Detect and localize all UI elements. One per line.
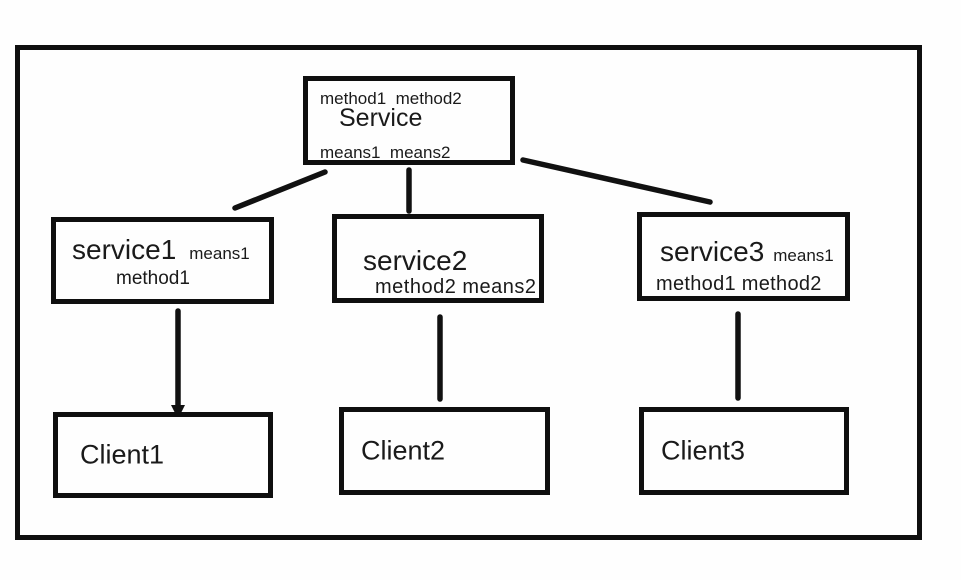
service1-node: service1 means1 method1 <box>51 217 274 304</box>
service3-title: service3 <box>660 236 765 267</box>
service-root-title: Service <box>339 104 423 132</box>
service-root-means-label: means1 means2 <box>320 143 451 162</box>
service3-node: service3 means1 method1 method2 <box>637 212 850 301</box>
service2-node: service2 method2 means2 <box>332 214 544 303</box>
service3-means-label: means1 <box>773 246 834 265</box>
service2-methods-label: method2 means2 <box>375 276 537 298</box>
service1-title-row: service1 means1 <box>72 234 250 266</box>
service2-title-row: service2 <box>363 245 467 277</box>
service1-means-label: means1 <box>189 244 250 263</box>
client1-label: Client1 <box>80 439 165 470</box>
diagram-frame <box>15 45 922 540</box>
client1-node: Client1 <box>53 412 273 498</box>
service2-title: service2 <box>363 245 468 276</box>
client3-label: Client3 <box>661 435 746 466</box>
service1-methods-label: method1 <box>116 268 190 289</box>
client3-node: Client3 <box>639 407 849 495</box>
service-root-node: method1 method2 Service means1 means2 <box>303 76 515 165</box>
service3-methods-label: method1 method2 <box>656 273 822 295</box>
client2-node: Client2 <box>339 407 550 495</box>
service3-title-row: service3 means1 <box>660 236 834 268</box>
client2-label: Client2 <box>361 435 446 466</box>
service1-title: service1 <box>72 234 177 265</box>
service-root-methods-label: method1 method2 <box>320 89 462 108</box>
